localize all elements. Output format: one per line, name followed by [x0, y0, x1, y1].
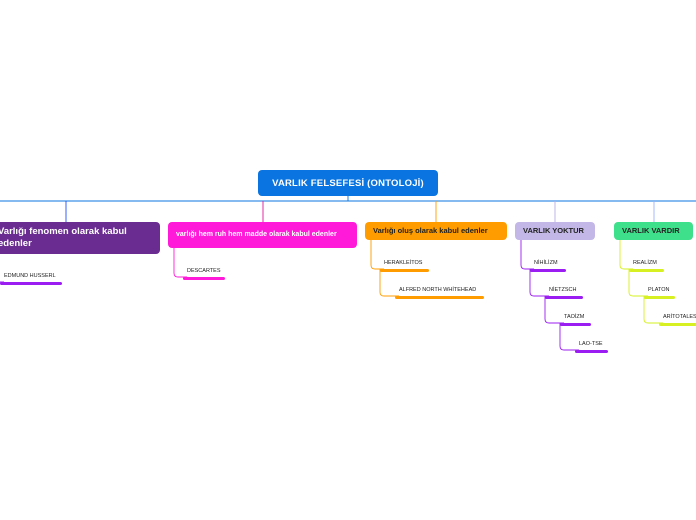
- root-topic-label: VARLIK FELSEFESİ (ONTOLOJİ): [272, 177, 424, 189]
- topic-label: VARLIK VARDIR: [622, 226, 680, 236]
- leaf-label[interactable]: TAOİZM: [564, 314, 585, 320]
- leaf-label[interactable]: ALFRED NORTH WHİTEHEAD: [399, 287, 477, 293]
- root-topic[interactable]: VARLIK FELSEFESİ (ONTOLOJİ): [258, 170, 438, 196]
- topic-box[interactable]: Varlığı fenomen olarak kabul edenler: [0, 222, 160, 254]
- leaf-label[interactable]: NİETZSCH: [549, 287, 577, 293]
- leaf-label[interactable]: PLATON: [648, 287, 670, 293]
- leaf-underline: [0, 282, 62, 285]
- leaf-label[interactable]: EDMUND HUSSERL: [4, 273, 56, 279]
- leaf-connector: [619, 240, 633, 270]
- topic-label: varlığı hem ruh hem madde olarak kabul e…: [176, 230, 337, 238]
- leaf-label[interactable]: HERAKLEİTOS: [384, 260, 423, 266]
- leaf-underline: [575, 350, 608, 353]
- leaf-underline: [530, 269, 566, 272]
- leaf-label[interactable]: LAO-TSE: [579, 341, 603, 347]
- topic-box[interactable]: VARLIK YOKTUR: [515, 222, 595, 240]
- leaf-connector: [529, 269, 549, 297]
- leaf-underline: [629, 269, 664, 272]
- leaf-connector: [559, 323, 579, 351]
- leaf-underline: [644, 296, 675, 299]
- leaf-underline: [545, 296, 583, 299]
- leaf-underline: [380, 269, 429, 272]
- leaf-connector: [544, 296, 564, 324]
- leaf-underline: [183, 277, 225, 280]
- leaf-label[interactable]: NİHİLİZM: [534, 260, 558, 266]
- topic-box[interactable]: varlığı hem ruh hem madde olarak kabul e…: [168, 222, 357, 248]
- leaf-label[interactable]: ARİTOTALES: [663, 314, 696, 320]
- leaf-underline: [395, 296, 484, 299]
- leaf-underline: [659, 323, 696, 326]
- leaf-connector: [520, 240, 534, 270]
- leaf-connector: [628, 269, 648, 297]
- leaf-label[interactable]: DESCARTES: [187, 268, 221, 274]
- leaf-connector: [370, 240, 384, 270]
- topic-label: Varlığı fenomen olarak kabul edenler: [0, 226, 127, 249]
- leaf-connector: [173, 248, 187, 278]
- topic-box[interactable]: Varlığı oluş olarak kabul edenler: [365, 222, 507, 240]
- topic-label: Varlığı oluş olarak kabul edenler: [373, 226, 488, 236]
- leaf-connector: [379, 269, 399, 297]
- leaf-underline: [560, 323, 591, 326]
- leaf-label[interactable]: REALİZM: [633, 260, 657, 266]
- leaf-connector: [643, 296, 663, 324]
- topic-label: VARLIK YOKTUR: [523, 226, 584, 236]
- topic-box[interactable]: VARLIK VARDIR: [614, 222, 693, 240]
